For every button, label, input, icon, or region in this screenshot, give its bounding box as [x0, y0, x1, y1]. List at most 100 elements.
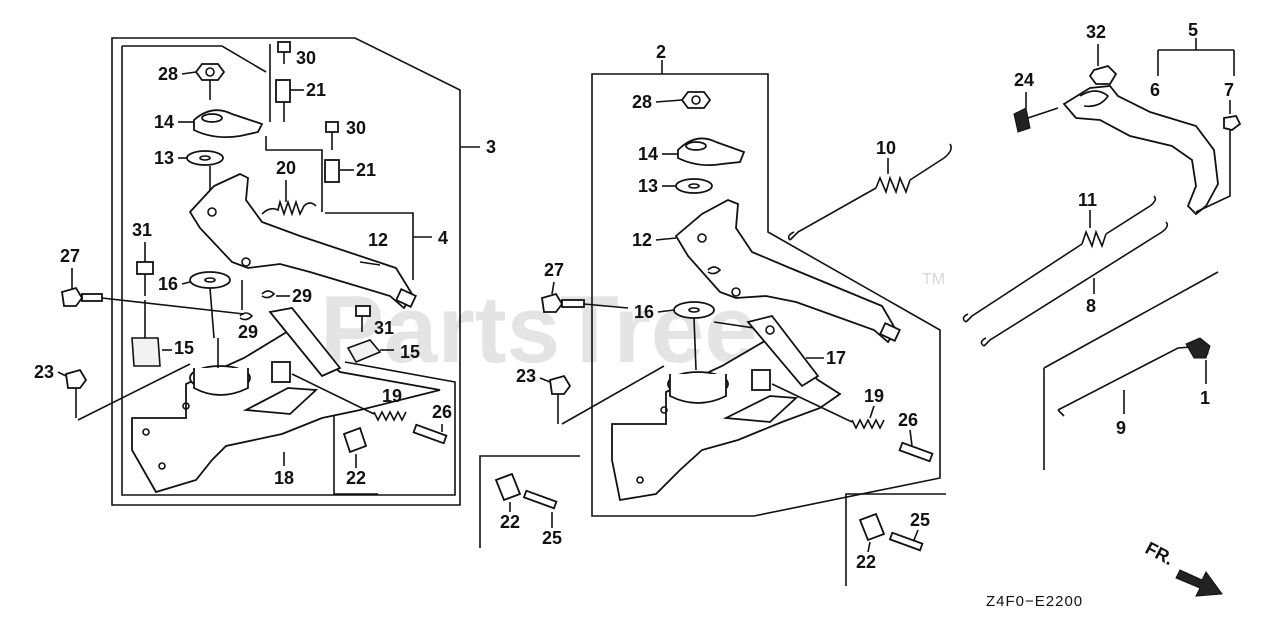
- label-24: 24: [1014, 70, 1034, 90]
- bolt-27-leader: [101, 297, 245, 315]
- label-16-mid: 16: [634, 302, 654, 322]
- plate-17-mid-hole: [765, 325, 775, 335]
- washer-13-mid: [675, 178, 713, 194]
- leader-23-mid: [539, 377, 551, 383]
- bolt-31a-head: [136, 261, 154, 275]
- clip-1: [1185, 337, 1211, 359]
- clip-15b: [346, 339, 382, 364]
- front-label: FR.: [1142, 538, 1177, 569]
- rod-9: [1057, 345, 1209, 411]
- plate-17-mid: [746, 314, 820, 388]
- right-parts: [787, 38, 1242, 470]
- leader-19-mid: [869, 405, 875, 419]
- leader-28-mid: [655, 99, 683, 103]
- label-16-left: 16: [158, 274, 178, 294]
- spring-19: [373, 410, 407, 422]
- label-30-top: 30: [296, 48, 316, 68]
- mid-clip: [707, 266, 722, 275]
- rod-8-hook: [980, 337, 987, 347]
- label-8: 8: [1086, 296, 1096, 316]
- label-11: 11: [1078, 190, 1097, 210]
- label-15-right: 15: [400, 342, 420, 362]
- label-21-mid: 21: [356, 160, 376, 180]
- label-13-left: 13: [154, 148, 174, 168]
- label-30-mid: 30: [346, 118, 366, 138]
- lever-6-slot: [1079, 90, 1110, 108]
- bracket-4: [325, 212, 432, 280]
- bolt-23-leader: [77, 363, 191, 421]
- stud-line-c: [209, 287, 215, 339]
- middle-assembly: [479, 60, 946, 586]
- washer-16-mid-hole: [688, 307, 700, 313]
- front-direction-indicator: FR.: [1142, 538, 1223, 597]
- label-2: 2: [656, 42, 666, 62]
- plate-14-mid: [677, 137, 746, 167]
- bolt-27-head: [60, 286, 84, 307]
- label-25-right: 25: [910, 510, 930, 530]
- bolt-25-right: [888, 531, 924, 552]
- leader-16-mid: [657, 309, 675, 313]
- mid-lever-end: [879, 321, 901, 343]
- label-3: 3: [486, 137, 496, 157]
- label-12-left: 12: [368, 230, 388, 250]
- mid-lever-hole-a: [697, 233, 707, 243]
- spring-11-coil: [1081, 229, 1107, 249]
- plate-hole-a: [182, 402, 190, 410]
- washer-13-hole: [199, 155, 211, 161]
- plate-14: [193, 109, 264, 139]
- mid-plate-hole-a: [660, 406, 668, 414]
- left-assembly: [60, 37, 480, 506]
- bolt-24-head: [1013, 107, 1031, 133]
- rod-9-end: [1057, 409, 1065, 417]
- clip-29b: [239, 312, 254, 321]
- label-23-mid: 23: [516, 366, 536, 386]
- label-17: 17: [826, 348, 846, 368]
- bolt-31b-head: [355, 305, 371, 317]
- trademark: TM: [922, 271, 945, 288]
- label-4: 4: [438, 228, 448, 248]
- bolt-25-mid: [522, 489, 558, 510]
- label-9: 9: [1116, 418, 1126, 438]
- leader-12: [359, 261, 381, 266]
- mount-boss-body: [193, 368, 249, 396]
- bolt-27-mid-leader: [583, 303, 629, 309]
- mid-plate-tab: [751, 369, 771, 391]
- mid-plate-hole-b: [636, 476, 644, 484]
- lever-end: [395, 287, 417, 309]
- lever-hole-b: [241, 257, 251, 267]
- bolt-30a-head: [277, 41, 291, 53]
- spring-11-hook: [962, 313, 969, 323]
- plate-14-boss: [201, 113, 223, 123]
- collar-22-right: [858, 512, 886, 542]
- label-31-left: 31: [132, 220, 152, 240]
- label-20: 20: [276, 158, 296, 178]
- label-27-left: 27: [60, 246, 80, 266]
- bolt-27-mid-shank: [561, 299, 585, 308]
- spring-20: [261, 199, 317, 217]
- plate-hole-c: [142, 428, 150, 436]
- collar-22-box: [333, 416, 378, 495]
- collar-22: [342, 426, 368, 454]
- bolt-23-mid-head: [548, 374, 572, 395]
- leader-23-left: [57, 371, 67, 377]
- bolt-26: [412, 423, 448, 445]
- nut-32: [1088, 64, 1118, 85]
- mid-plate-slot: [722, 395, 799, 423]
- spring-19-mid-leader: [771, 383, 853, 423]
- spring-10-coil: [875, 175, 911, 195]
- diagram-code: Z4F0−E2200: [986, 593, 1083, 610]
- box-22-25-mid: [479, 455, 580, 548]
- spring-10-rod-b: [909, 143, 952, 181]
- assembly-2-frame: [591, 73, 941, 517]
- label-26-left: 26: [432, 402, 452, 422]
- label-5: 5: [1188, 20, 1198, 40]
- nut-28-hole: [205, 67, 215, 77]
- bolt-27-shank: [81, 293, 103, 302]
- bolt-23-mid-leader: [561, 365, 665, 425]
- mid-lever-hole-b: [731, 287, 741, 297]
- label-14-left: 14: [154, 112, 174, 132]
- label-22-right: 22: [856, 552, 876, 572]
- label-22-left: 22: [346, 468, 366, 488]
- clip-29a: [261, 290, 276, 299]
- nut-28-mid-hole: [691, 95, 701, 105]
